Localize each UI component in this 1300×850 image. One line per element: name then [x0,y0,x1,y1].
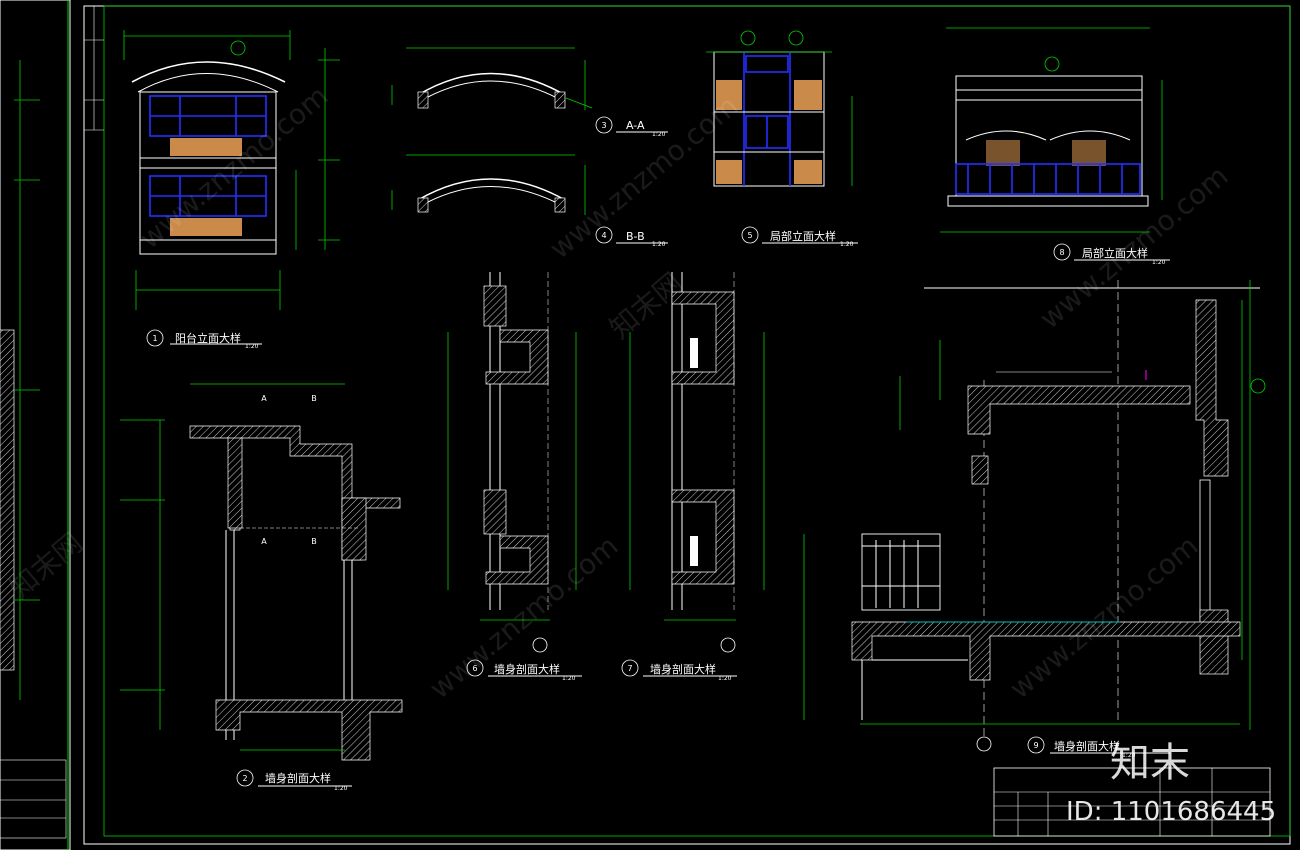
drawing-6-wall-section [447,272,582,677]
drawing-6-title: 墙身剖面大样 [494,662,560,676]
title-block [993,767,1271,837]
drawing-2-number: 2 [242,774,247,783]
drawing-4-scale: 1:20 [652,241,666,248]
drawing-1-scale: 1:20 [245,343,259,350]
watermark-text: www.znzmo.com [1003,529,1204,705]
drawing-3-section-aa [391,47,668,134]
brand-logo: 知末 ID: 1101686445 [1066,740,1276,827]
drawing-4-section-bb [391,154,668,244]
drawing-1-number: 1 [152,334,157,343]
section-mark-a-mid: A [261,537,267,546]
drawing-2-wall-section [120,383,403,787]
drawing-7-scale: 1:20 [718,675,732,682]
drawing-1-title: 阳台立面大样 [175,331,241,345]
drawing-1-balcony-elevation [123,30,340,347]
drawing-6-number: 6 [472,664,477,673]
drawing-3-title: A-A [626,119,645,132]
drawing-5-local-elevation [706,30,858,244]
watermark-brand: 知末网 [603,266,689,345]
drawing-4-title: B-B [626,230,645,243]
section-mark-a-top: A [261,394,267,403]
drawing-8-local-elevation [940,27,1170,261]
drawing-9-scale: 1:20 [1122,752,1136,759]
section-mark-b-top: B [311,394,317,403]
drawing-titles: 1 阳台立面大样 1:20 2 墙身剖面大样 1:20 3 A-A 1:20 4… [152,119,1165,792]
drawing-9-title: 墙身剖面大样 [1054,739,1120,753]
drawing-6-scale: 1:20 [562,675,576,682]
drawing-8-number: 8 [1059,248,1064,257]
drawing-5-number: 5 [747,231,752,240]
drawing-4-number: 4 [601,231,606,240]
watermark-text: www.znzmo.com [423,529,624,705]
section-mark-b-mid: B [311,537,317,546]
drawing-7-wall-section [621,272,765,677]
logo-text: 知末 [1110,740,1190,786]
drawing-7-title: 墙身剖面大样 [650,662,716,676]
drawing-5-title: 局部立面大样 [770,229,836,243]
drawing-3-scale: 1:20 [652,131,666,138]
drawing-2-scale: 1:20 [334,785,348,792]
resource-id: ID: 1101686445 [1066,797,1276,827]
drawing-2-title: 墙身剖面大样 [265,771,331,785]
drawing-8-title: 局部立面大样 [1082,246,1148,260]
drawing-3-number: 3 [601,121,606,130]
left-partial-sheet [0,60,67,839]
drawing-9-number: 9 [1033,741,1038,750]
drawing-8-scale: 1:20 [1152,259,1166,266]
drawing-5-scale: 1:20 [840,241,854,248]
watermark-brand: 知末网 [3,526,89,605]
drawing-7-number: 7 [627,664,632,673]
drawing-9-wall-section [803,280,1266,754]
